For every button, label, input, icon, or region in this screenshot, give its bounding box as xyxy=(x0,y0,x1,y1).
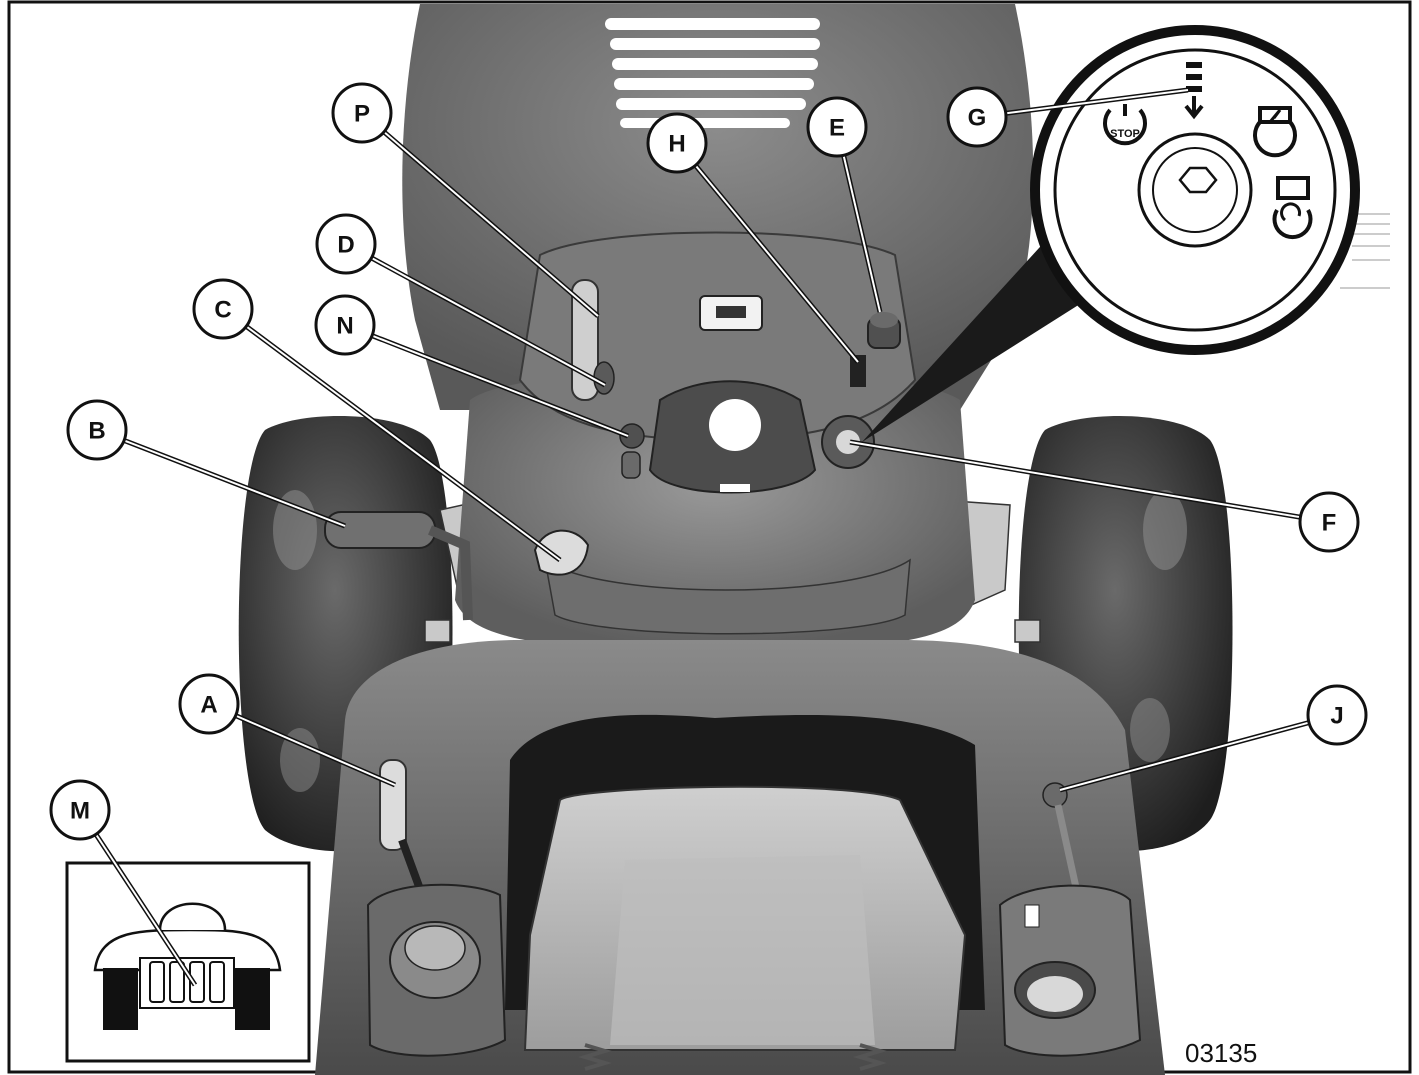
callout-label: H xyxy=(668,131,685,158)
callout-b: B xyxy=(68,401,126,459)
callout-label: D xyxy=(337,232,354,259)
callout-label: J xyxy=(1330,703,1343,730)
callout-label: B xyxy=(88,418,105,445)
callout-p: P xyxy=(333,84,391,142)
callout-label: C xyxy=(214,297,231,324)
callout-j: J xyxy=(1308,686,1366,744)
figure-number: 03135 xyxy=(1185,1038,1257,1068)
hour-meter xyxy=(700,296,762,330)
callout-a: A xyxy=(180,675,238,733)
steering-column xyxy=(650,381,815,492)
callout-d: D xyxy=(317,215,375,273)
callout-label: N xyxy=(336,313,353,340)
callout-m: M xyxy=(51,781,109,839)
callout-c: C xyxy=(194,280,252,338)
callout-label: E xyxy=(829,115,845,142)
callout-n: N xyxy=(316,296,374,354)
mower-inset xyxy=(67,863,309,1061)
callout-g: G xyxy=(948,88,1006,146)
callout-h: H xyxy=(648,114,706,172)
callout-label: A xyxy=(200,692,217,719)
callout-e: E xyxy=(808,98,866,156)
callout-label: G xyxy=(968,105,987,132)
power-takeoff-knob xyxy=(868,312,900,348)
callout-label: P xyxy=(354,101,370,128)
callout-label: F xyxy=(1322,510,1337,537)
callout-f: F xyxy=(1300,493,1358,551)
callout-label: M xyxy=(70,798,90,825)
ignition-switch xyxy=(822,416,874,468)
stop-label: STOP xyxy=(1110,128,1140,140)
